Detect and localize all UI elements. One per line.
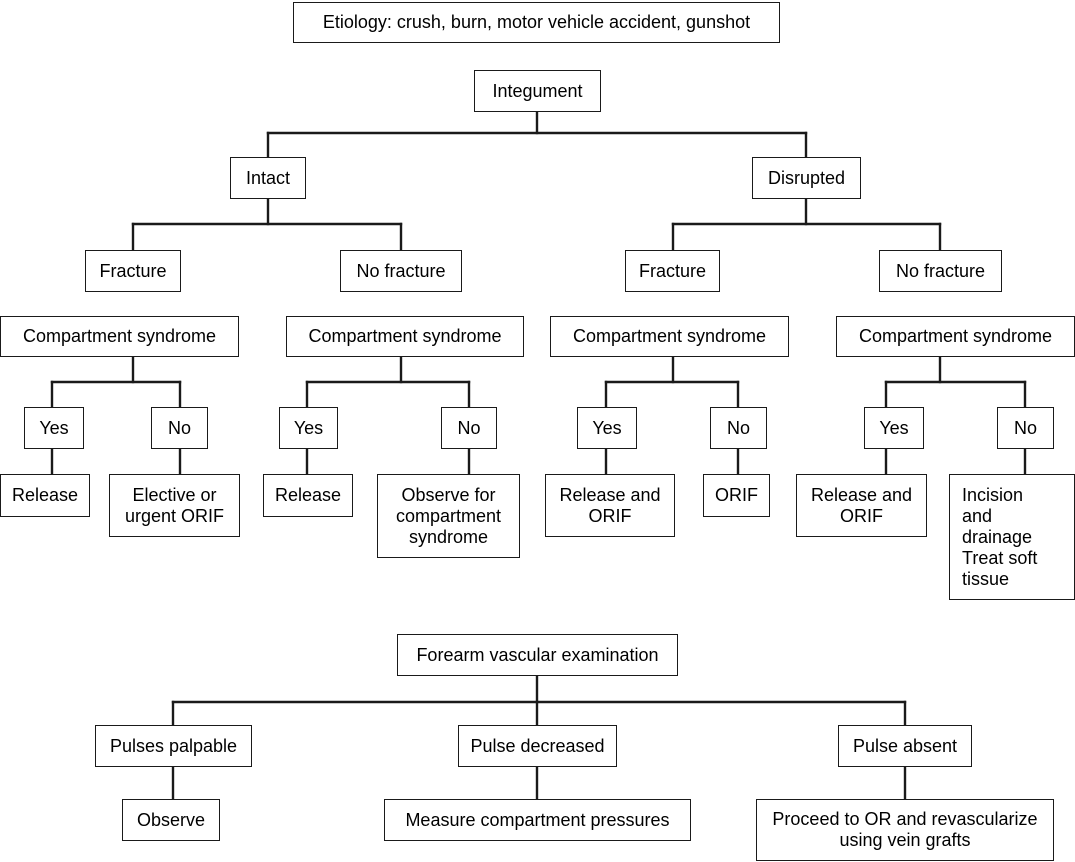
observe-node: Observe bbox=[122, 799, 220, 841]
integument-node: Integument bbox=[474, 70, 601, 112]
measure-pressures-node: Measure compartment pressures bbox=[384, 799, 691, 841]
intact-no-fracture-compartment-node: Compartment syndrome bbox=[286, 316, 524, 357]
intact-fracture-node: Fracture bbox=[85, 250, 181, 292]
etiology-box: Etiology: crush, burn, motor vehicle acc… bbox=[293, 2, 780, 43]
disrupted-fracture-no-node: No bbox=[710, 407, 767, 449]
pulse-absent-node: Pulse absent bbox=[838, 725, 972, 767]
intact-no-fracture-release-node: Release bbox=[263, 474, 353, 517]
intact-node: Intact bbox=[230, 157, 306, 199]
disrupted-no-fracture-yes-node: Yes bbox=[864, 407, 924, 449]
disrupted-fracture-orif-node: ORIF bbox=[703, 474, 770, 517]
intact-no-fracture-observe-node: Observe for compartment syndrome bbox=[377, 474, 520, 558]
disrupted-no-fracture-release-orif-node: Release and ORIF bbox=[796, 474, 927, 537]
intact-fracture-compartment-node: Compartment syndrome bbox=[0, 316, 239, 357]
disrupted-no-fracture-no-node: No bbox=[997, 407, 1054, 449]
disrupted-no-fracture-compartment-node: Compartment syndrome bbox=[836, 316, 1075, 357]
disrupted-no-fracture-node: No fracture bbox=[879, 250, 1002, 292]
intact-fracture-yes-node: Yes bbox=[24, 407, 84, 449]
intact-fracture-release-node: Release bbox=[0, 474, 90, 517]
disrupted-fracture-yes-node: Yes bbox=[577, 407, 637, 449]
disrupted-fracture-release-orif-node: Release and ORIF bbox=[545, 474, 675, 537]
vascular-exam-node: Forearm vascular examination bbox=[397, 634, 678, 676]
intact-no-fracture-yes-node: Yes bbox=[279, 407, 338, 449]
revascularize-node: Proceed to OR and revascularize using ve… bbox=[756, 799, 1054, 861]
pulse-decreased-node: Pulse decreased bbox=[458, 725, 617, 767]
intact-no-fracture-no-node: No bbox=[441, 407, 497, 449]
disrupted-no-fracture-incision-node: Incision and drainage Treat soft tissue bbox=[949, 474, 1075, 600]
disrupted-fracture-compartment-node: Compartment syndrome bbox=[550, 316, 789, 357]
pulses-palpable-node: Pulses palpable bbox=[95, 725, 252, 767]
disrupted-fracture-node: Fracture bbox=[625, 250, 720, 292]
intact-fracture-no-node: No bbox=[151, 407, 208, 449]
intact-fracture-orif-node: Elective or urgent ORIF bbox=[109, 474, 240, 537]
disrupted-node: Disrupted bbox=[752, 157, 861, 199]
intact-no-fracture-node: No fracture bbox=[340, 250, 462, 292]
